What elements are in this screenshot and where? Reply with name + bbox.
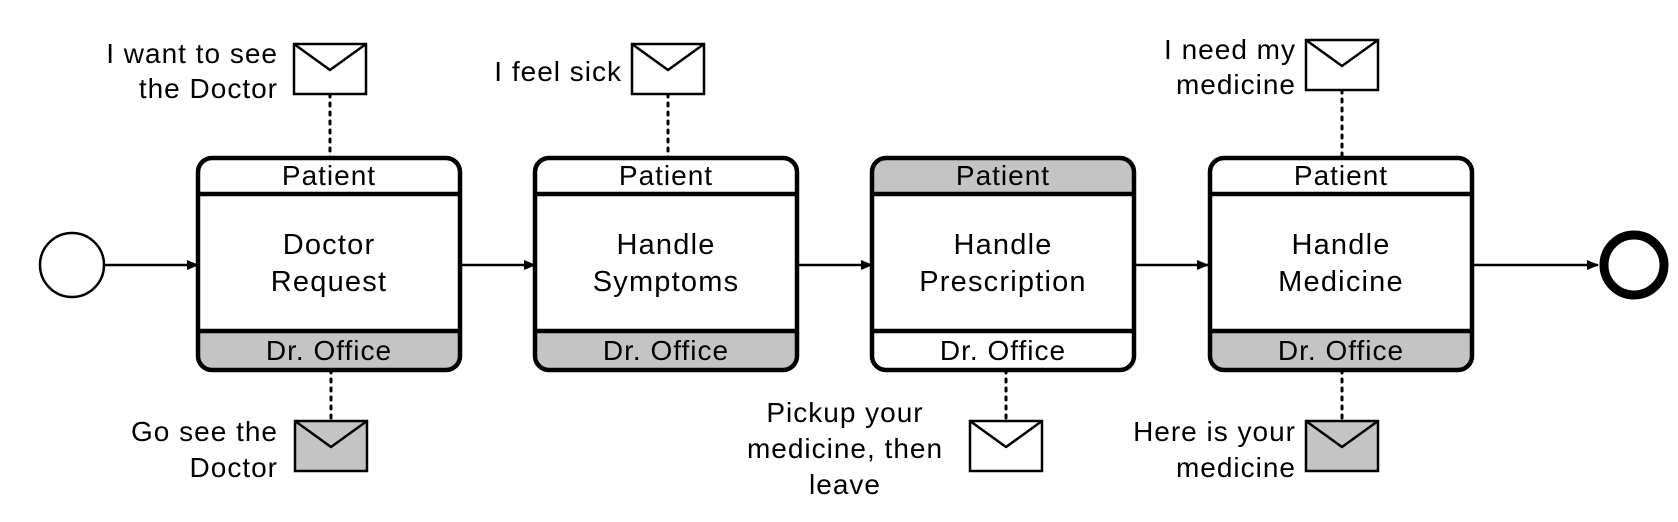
start-event-circle[interactable] bbox=[38, 231, 106, 299]
participant-band-bottom bbox=[872, 331, 1134, 370]
envelope-icon bbox=[293, 419, 369, 473]
message-label-line: Doctor bbox=[190, 452, 278, 483]
message-label-line: I feel sick bbox=[494, 56, 622, 87]
task-outline bbox=[532, 155, 800, 373]
envelope-icon bbox=[1304, 38, 1380, 92]
participant-band-top bbox=[872, 158, 1134, 194]
participant-label-top: Patient bbox=[956, 160, 1050, 191]
participant-band-bottom bbox=[1210, 331, 1472, 370]
message-label-line: the Doctor bbox=[139, 73, 278, 104]
participant-band-bottom bbox=[198, 331, 460, 370]
task-outline bbox=[869, 155, 1137, 373]
task-name-line: Doctor bbox=[283, 229, 376, 261]
message-bottom[interactable]: Pickup your medicine, then leave bbox=[747, 368, 1044, 500]
message-top[interactable]: I feel sick bbox=[494, 42, 706, 160]
participant-band-top bbox=[535, 158, 797, 194]
end-event-circle[interactable] bbox=[1599, 230, 1669, 300]
message-top[interactable]: I need my medicine bbox=[1164, 34, 1380, 160]
envelope-icon bbox=[630, 42, 706, 96]
participant-label-bottom: Dr. Office bbox=[1278, 335, 1404, 366]
participant-label-bottom: Dr. Office bbox=[940, 335, 1066, 366]
task-name-line: Request bbox=[271, 266, 387, 298]
participant-label-top: Patient bbox=[619, 160, 713, 191]
participant-band-top bbox=[198, 158, 460, 194]
task-name-line: Medicine bbox=[1278, 266, 1404, 298]
participant-label-bottom: Dr. Office bbox=[603, 335, 729, 366]
message-bottom[interactable]: Here is your medicine bbox=[1133, 368, 1380, 483]
participant-label-top: Patient bbox=[282, 160, 376, 191]
participant-band-bottom bbox=[535, 331, 797, 370]
message-label-line: medicine bbox=[1176, 452, 1296, 483]
task-name-line: Handle bbox=[953, 229, 1052, 261]
participant-label-top: Patient bbox=[1294, 160, 1388, 191]
envelope-icon bbox=[292, 42, 368, 96]
task-name-line: Handle bbox=[1291, 229, 1390, 261]
message-top[interactable]: I want to see the Doctor bbox=[106, 38, 368, 160]
participant-label-bottom: Dr. Office bbox=[266, 335, 392, 366]
message-label-line: leave bbox=[809, 469, 881, 500]
message-label-line: Pickup your bbox=[766, 397, 923, 428]
envelope-icon bbox=[1304, 419, 1380, 473]
message-label-line: medicine bbox=[1176, 69, 1296, 100]
task-name-line: Handle bbox=[616, 229, 715, 261]
task-name-line: Symptoms bbox=[593, 266, 740, 298]
message-label-line: Here is your bbox=[1133, 416, 1296, 447]
task-name-line: Prescription bbox=[919, 266, 1087, 298]
message-label-line: I want to see bbox=[106, 38, 278, 69]
message-label-line: medicine, then bbox=[747, 433, 943, 464]
message-label-line: Go see the bbox=[131, 416, 278, 447]
participant-band-top bbox=[1210, 158, 1472, 194]
envelope-icon bbox=[968, 419, 1044, 473]
message-label-line: I need my bbox=[1164, 34, 1296, 65]
